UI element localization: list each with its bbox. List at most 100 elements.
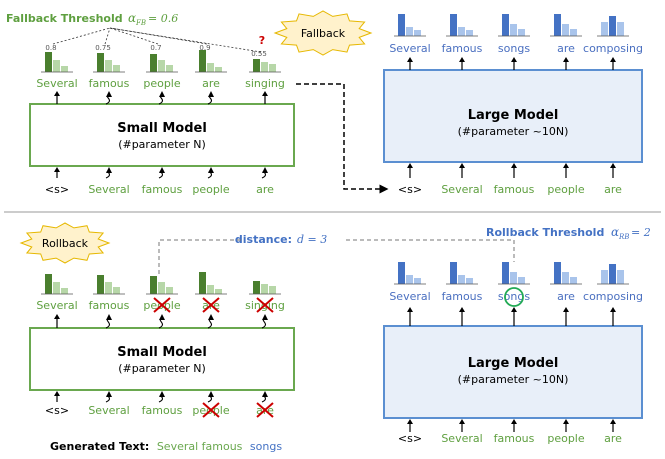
large-output-token: composing <box>583 42 643 55</box>
distribution-bar <box>199 50 206 72</box>
small-output-arrow-head <box>106 91 112 97</box>
distribution-bar <box>502 14 509 36</box>
large-output-token-bottom: are <box>557 290 575 303</box>
small-model-arrows-bottom <box>54 314 268 403</box>
confidence-connectors <box>52 27 262 53</box>
distribution-bar <box>458 275 465 284</box>
small-output-token: singing <box>245 77 285 90</box>
small-input-token: <s> <box>45 183 69 196</box>
large-input-token: famous <box>494 183 535 196</box>
small-dist-bottom-1 <box>93 275 125 295</box>
large-input-arrow-head <box>563 163 569 168</box>
generated-text-blue: songs <box>250 440 282 453</box>
distribution-bar <box>45 52 52 72</box>
large-input-token: people <box>547 183 585 196</box>
small-input-arrow-head <box>106 167 112 173</box>
large-output-token: famous <box>442 42 483 55</box>
generated-text-label: Generated Text: <box>50 440 149 453</box>
large-output-token-bottom: Several <box>389 290 430 303</box>
distribution-bar <box>166 287 173 294</box>
small-output-arrow <box>158 95 163 105</box>
fallback-threshold-value: = 0.6 <box>148 12 178 25</box>
large-dist-bottom-3 <box>550 262 582 285</box>
large-input-arrow-bottom-head <box>511 419 517 424</box>
large-input-token-bottom: Several <box>441 432 482 445</box>
rollback-threshold-symbol: α <box>611 225 619 239</box>
distance-value: d = 3 <box>297 233 327 246</box>
small-input-arrow-head <box>159 167 165 173</box>
large-output-token-bottom: famous <box>442 290 483 303</box>
large-input-arrow-bottom-head <box>407 419 413 424</box>
small-output-arrow <box>207 95 212 105</box>
large-output-token: are <box>557 42 575 55</box>
distribution-bar <box>554 262 561 284</box>
small-dist-3 <box>195 50 227 73</box>
distribution-bar <box>215 289 222 294</box>
large-model-box-bottom <box>383 325 643 419</box>
large-input-arrow-head <box>610 163 616 168</box>
large-output-token: songs <box>498 42 530 55</box>
large-dist-bottom-4 <box>597 264 629 285</box>
distribution-bar <box>166 65 173 72</box>
small-input-arrow-bottom-head <box>54 391 60 396</box>
small-input-token-bottom: famous <box>142 404 183 417</box>
distance-bracket-right <box>346 239 515 262</box>
small-output-token: Several <box>36 77 77 90</box>
small-dist-bottom-4 <box>249 281 281 295</box>
confidence-connector <box>109 27 159 45</box>
large-output-arrow-bottom-head <box>459 307 465 312</box>
large-input-token-bottom: are <box>604 432 622 445</box>
distribution-bar <box>398 262 405 284</box>
small-dist-1 <box>93 53 125 73</box>
distribution-bar <box>113 287 120 294</box>
large-model-distributions-bottom <box>394 262 629 285</box>
distribution-bar <box>466 30 473 36</box>
small-input-token: Several <box>88 183 129 196</box>
large-model-subtitle-bottom: (#parameter ~10N) <box>458 373 569 386</box>
distribution-bar <box>61 66 68 72</box>
distribution-bar <box>158 282 165 294</box>
distribution-bar <box>502 262 509 284</box>
distribution-bar <box>45 274 52 294</box>
large-input-token: Several <box>441 183 482 196</box>
distance-label: distance: <box>235 233 292 246</box>
large-output-arrow-head <box>511 57 517 62</box>
distribution-bar <box>105 282 112 294</box>
distribution-bar <box>562 272 569 284</box>
distribution-bar <box>617 270 624 284</box>
large-dist-1 <box>446 14 478 37</box>
small-model-distributions-bottom <box>41 272 281 295</box>
distribution-bar <box>53 60 60 72</box>
large-input-arrow-bottom-head <box>610 419 616 424</box>
distribution-bar <box>398 14 405 36</box>
small-output-token: people <box>143 77 181 90</box>
large-dist-4 <box>597 16 629 37</box>
distribution-bar <box>554 14 561 36</box>
large-dist-bottom-1 <box>446 262 478 285</box>
large-output-arrow-bottom-head <box>563 307 569 312</box>
small-output-arrow-head <box>208 91 214 97</box>
small-output-arrow-bottom <box>261 318 266 329</box>
small-dist-bottom-0 <box>41 274 73 295</box>
question-mark: ? <box>259 34 265 47</box>
small-model-distributions <box>41 50 281 73</box>
large-input-token: <s> <box>398 183 422 196</box>
fallback-threshold-sub: FB <box>135 19 146 27</box>
small-dist-0 <box>41 52 73 73</box>
small-input-arrow-head <box>54 167 60 172</box>
large-model-arrows <box>407 57 616 178</box>
distribution-bar <box>518 277 525 284</box>
small-model-subtitle-bottom: (#parameter N) <box>118 362 206 375</box>
distribution-bar <box>269 64 276 72</box>
bottom-section: Rollback distance: d = 3 Rollback Thresh… <box>19 222 651 453</box>
small-dist-2 <box>146 54 178 73</box>
distribution-bar <box>97 275 104 294</box>
distribution-bar <box>269 286 276 294</box>
large-model-subtitle-top: (#parameter ~10N) <box>458 125 569 138</box>
distance-bracket-left <box>158 239 244 274</box>
